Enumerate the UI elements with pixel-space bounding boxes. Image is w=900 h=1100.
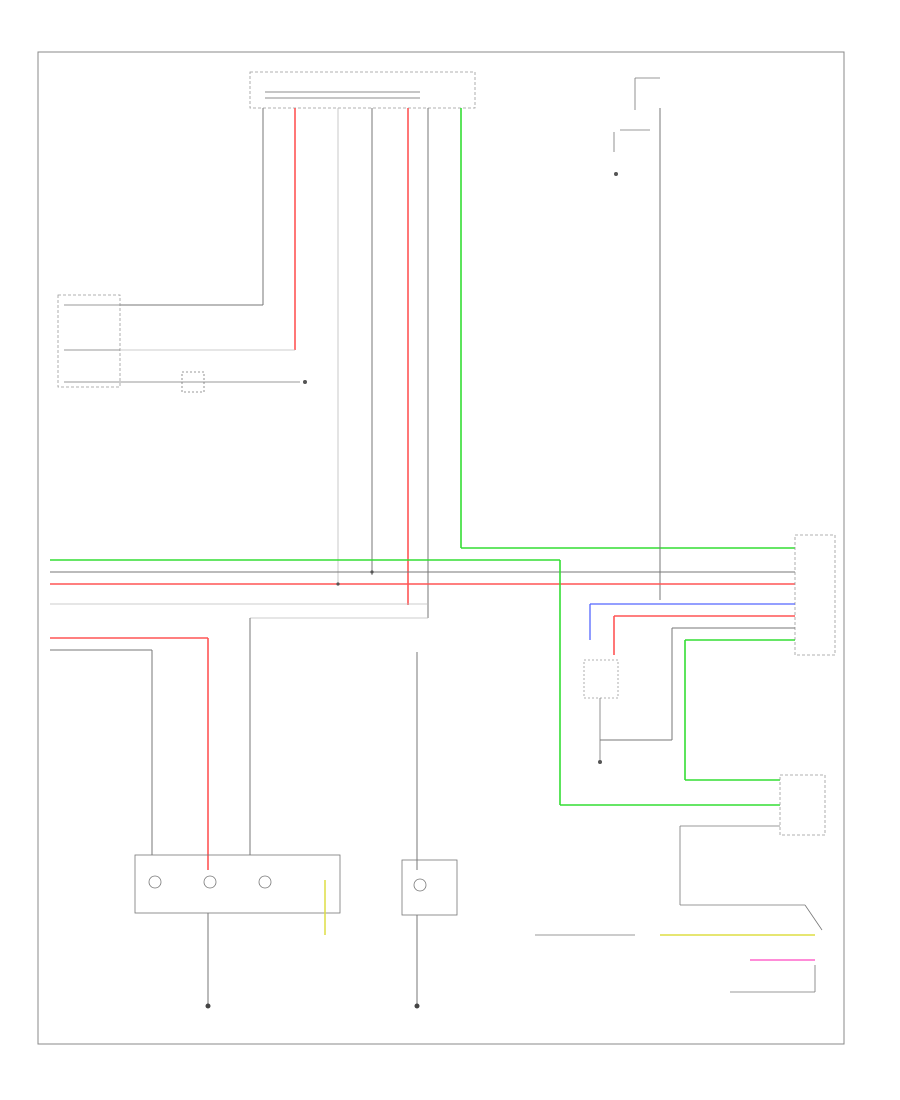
lamp-unit-left [134, 854, 341, 935]
combination-meter [57, 294, 300, 388]
lamp-feed-wires [50, 617, 428, 870]
lamp-unit-right [401, 859, 458, 916]
ground-right-icon [414, 1003, 420, 1009]
right-lower-unit [535, 774, 826, 993]
top-switch-wires [120, 108, 795, 618]
diagram-border [37, 51, 845, 1045]
ground-left-icon [205, 1003, 211, 1009]
right-ecu [589, 534, 836, 781]
hood-switch [613, 77, 661, 600]
ground-wires [205, 913, 420, 1009]
inner-switch [583, 659, 619, 764]
bus-wires [50, 559, 795, 806]
top-switch [249, 71, 476, 109]
connector-left [181, 371, 307, 393]
